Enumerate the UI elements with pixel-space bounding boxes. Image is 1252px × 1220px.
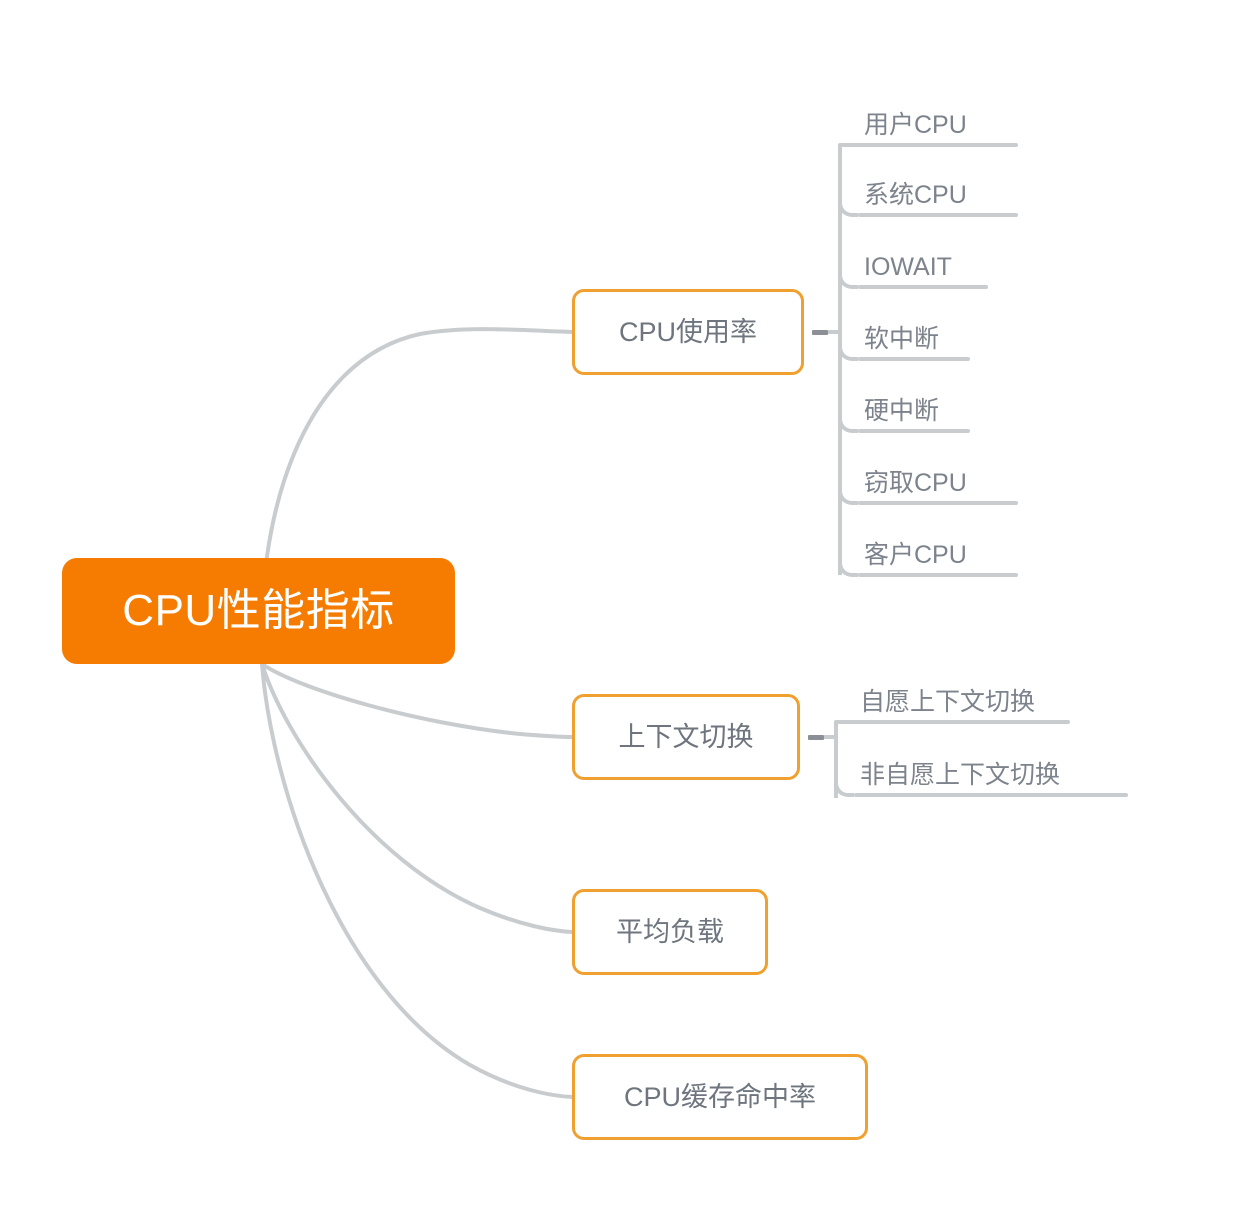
- edge-root-to-ctx-switch: [260, 662, 574, 739]
- leaf-item[interactable]: 软中断: [838, 309, 970, 361]
- leaf-item[interactable]: 客户CPU: [838, 525, 1018, 577]
- leaf-item-label: 非自愿上下文切换: [860, 761, 1061, 789]
- leaf-underline: [858, 501, 1018, 505]
- leaf-item[interactable]: 硬中断: [838, 381, 970, 433]
- leaf-elbow: [838, 555, 858, 577]
- trunk-cpu-usage: [838, 145, 842, 575]
- leaf-underline: [858, 213, 1018, 217]
- edge-root-to-cache-hit: [260, 662, 574, 1099]
- leaf-item[interactable]: 系统CPU: [838, 165, 1018, 217]
- leaf-item-label: 窃取CPU: [864, 469, 967, 497]
- connector-stub-context-switch: [824, 735, 836, 739]
- leaf-item[interactable]: 窃取CPU: [838, 453, 1018, 505]
- branch-node-cpu-usage[interactable]: CPU使用率: [572, 289, 804, 375]
- branch-node-label: 上下文切换: [618, 721, 754, 752]
- trunk-context-switch: [834, 722, 838, 798]
- leaf-elbow: [838, 195, 858, 217]
- root-node[interactable]: CPU性能指标: [62, 558, 455, 664]
- leaf-elbow: [838, 339, 858, 361]
- leaf-elbow: [838, 411, 858, 433]
- leaf-item-label: 硬中断: [864, 397, 940, 425]
- leaf-underline: [834, 720, 1070, 724]
- branch-node-label: CPU缓存命中率: [623, 1081, 816, 1112]
- branch-node-cache-hit-rate[interactable]: CPU缓存命中率: [572, 1054, 868, 1140]
- leaf-item[interactable]: 用户CPU: [838, 95, 1018, 147]
- leaf-item-label: 客户CPU: [864, 541, 967, 569]
- leaf-underline: [854, 793, 1128, 797]
- leaf-item[interactable]: 自愿上下文切换: [834, 672, 1070, 724]
- branch-node-label: CPU使用率: [618, 316, 757, 347]
- branch-node-load-average[interactable]: 平均负载: [572, 889, 768, 975]
- leaf-item-label: 用户CPU: [864, 111, 967, 139]
- connector-dash-context-switch: [808, 735, 824, 740]
- leaf-item[interactable]: 非自愿上下文切换: [834, 745, 1128, 797]
- leaf-underline: [858, 285, 988, 289]
- branch-node-label: 平均负载: [616, 916, 724, 947]
- leaf-elbow: [838, 483, 858, 505]
- leaf-elbow: [838, 267, 858, 289]
- edge-root-to-loadavg: [260, 662, 574, 934]
- leaf-underline: [858, 573, 1018, 577]
- connector-stub-cpu-usage: [828, 330, 840, 334]
- leaf-underline: [858, 357, 970, 361]
- leaf-item-label: IOWAIT: [864, 253, 952, 281]
- branch-node-context-switch[interactable]: 上下文切换: [572, 694, 800, 780]
- connector-dash-cpu-usage: [812, 330, 828, 335]
- leaf-item-label: 系统CPU: [864, 181, 967, 209]
- leaf-item[interactable]: IOWAIT: [838, 237, 988, 289]
- leaf-underline: [838, 143, 1018, 147]
- leaf-item-label: 软中断: [864, 325, 940, 353]
- root-node-label: CPU性能指标: [122, 586, 395, 635]
- leaf-item-label: 自愿上下文切换: [860, 688, 1036, 716]
- leaf-elbow: [834, 775, 854, 797]
- leaf-underline: [858, 429, 970, 433]
